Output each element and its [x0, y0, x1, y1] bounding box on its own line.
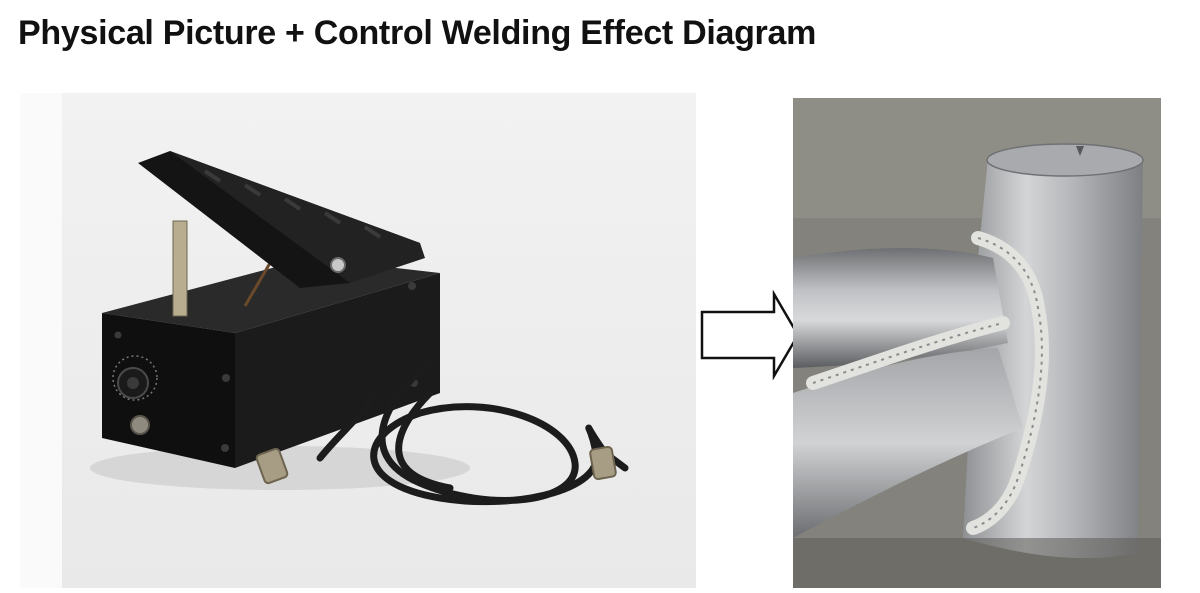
pedal-rack-outline	[172, 220, 188, 317]
connector-icon	[255, 447, 289, 485]
pedal-ridge	[203, 169, 222, 183]
pedal-ridge	[363, 225, 382, 239]
weld-ripples	[812, 237, 1043, 529]
screw-icon	[114, 331, 122, 339]
pedal-ridge	[243, 183, 262, 197]
screw-icon	[222, 374, 230, 382]
screw-icon	[221, 444, 229, 452]
pedal-cable	[316, 354, 629, 506]
pedal-box-side	[235, 273, 440, 468]
hinge-bolt-icon	[330, 257, 346, 273]
tube-end	[986, 143, 1144, 177]
pedal-ridge	[283, 197, 302, 211]
right-arrow-icon	[698, 290, 802, 380]
pedal-spring	[243, 262, 272, 307]
foot-pedal-illustration	[90, 151, 629, 506]
connector-icon	[130, 415, 150, 435]
tube-notch	[1076, 146, 1084, 156]
dial-knob-center	[127, 377, 139, 389]
page-title: Physical Picture + Control Welding Effec…	[18, 14, 817, 52]
pedal-rack	[173, 221, 187, 316]
photo-floor-shadow	[793, 538, 1161, 588]
product-photo	[20, 93, 696, 588]
diagonal-tube	[793, 348, 1023, 538]
connector-icon	[589, 445, 617, 481]
pedal-plate-side	[170, 151, 425, 283]
screw-icon	[408, 282, 416, 290]
weld-result-photo	[793, 98, 1161, 588]
pedal-ridge	[323, 211, 342, 225]
dial-scale	[112, 355, 158, 401]
photo-margin	[20, 93, 62, 588]
welded-tube-illustration	[793, 98, 1161, 588]
